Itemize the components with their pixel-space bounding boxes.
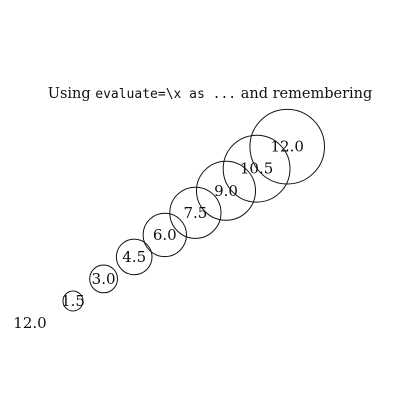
circle-outline bbox=[249, 108, 326, 185]
caption-code: evaluate=\x as ... bbox=[95, 87, 237, 102]
value-circle: 6.0 bbox=[142, 212, 188, 258]
circle-label: 3.0 bbox=[92, 270, 116, 288]
value-circle: 12.0 bbox=[249, 108, 326, 185]
circle-label: 1.5 bbox=[61, 292, 85, 310]
circle-outline bbox=[196, 160, 256, 221]
circle-label: 12.0 bbox=[270, 138, 303, 156]
caption-prefix: Using bbox=[47, 86, 96, 102]
circle-label: 4.5 bbox=[122, 248, 146, 266]
circle-outline bbox=[115, 238, 153, 276]
value-circle: 1.5 bbox=[61, 290, 85, 312]
value-circle: 4.5 bbox=[115, 238, 153, 276]
circle-outline bbox=[169, 186, 222, 239]
value-circle: 7.5 bbox=[169, 186, 222, 239]
circle-outline bbox=[89, 264, 118, 294]
circle-outline bbox=[142, 212, 188, 258]
value-circle: 9.0 bbox=[196, 160, 256, 221]
remembered-value: 12.0 bbox=[13, 314, 46, 332]
value-circle: 3.0 bbox=[89, 264, 118, 294]
caption: Using evaluate=\x as ... and remembering bbox=[0, 86, 420, 102]
circle-label: 7.5 bbox=[183, 204, 207, 222]
circle-outline bbox=[222, 134, 291, 203]
circle-label: 6.0 bbox=[153, 226, 177, 244]
caption-suffix: and remembering bbox=[236, 86, 373, 102]
circle-label: 9.0 bbox=[214, 182, 238, 200]
circle-outline bbox=[62, 290, 84, 312]
